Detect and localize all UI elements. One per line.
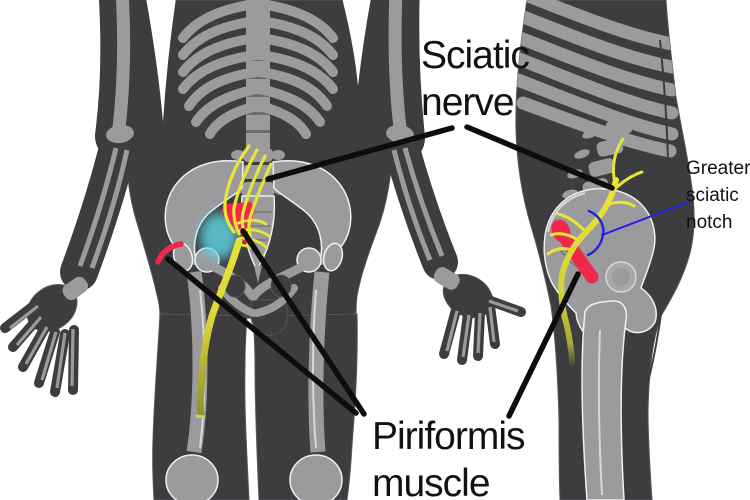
front-right-armpit-gap — [342, 0, 371, 86]
sciatic-nerve-label: Sciatic nerve — [421, 32, 530, 126]
piriformis-muscle-front — [221, 202, 255, 241]
notch-pointer-line — [601, 200, 692, 236]
sciatic-nerve-trunk-front — [196, 237, 243, 419]
side-femur-head — [612, 268, 630, 286]
front-figure — [0, 0, 526, 500]
left-humerus — [112, 0, 131, 135]
notch-label-line1: Greater — [686, 158, 750, 179]
trochanter-red-mark — [155, 241, 184, 265]
front-arm-bones — [9, 0, 519, 389]
side-ribcage — [515, 0, 679, 158]
right-humerus — [388, 0, 407, 135]
greater-sciatic-notch-label: Greater sciatic notch — [686, 155, 750, 236]
sciatic-nerve-label-line2: nerve — [421, 81, 515, 124]
coccyx — [254, 266, 262, 283]
left-carpals — [62, 276, 89, 301]
pointer-lines — [165, 124, 615, 419]
side-arm-seam — [640, 39, 670, 407]
piriformis-pointer-hip — [165, 256, 359, 416]
piriformis-label-line1: Piriformis — [372, 415, 525, 458]
front-femurs — [165, 270, 343, 500]
right-radius — [391, 149, 433, 261]
sciatic-pointer-front — [265, 125, 455, 182]
right-femur-shaft — [308, 271, 330, 453]
right-carpals — [433, 267, 460, 290]
left-radius — [77, 147, 119, 267]
side-pelvis — [543, 187, 657, 343]
left-knee — [165, 454, 219, 500]
piriformis-muscle-label: Piriformis muscle — [372, 413, 525, 500]
right-knee — [289, 454, 343, 500]
left-elbow — [106, 124, 134, 144]
right-greater-trochanter — [322, 242, 344, 272]
notch-label-line2: sciatic — [686, 185, 739, 206]
front-left-armpit-gap — [146, 0, 176, 122]
right-ulna — [402, 147, 445, 257]
sciatic-nerve-label-line1: Sciatic — [421, 34, 530, 77]
sciatic-pointer-side — [464, 124, 615, 191]
left-finger-bones — [9, 304, 75, 389]
front-ribcage — [178, 0, 338, 139]
front-right-forearm — [381, 120, 458, 280]
sciatic-nerve-front — [195, 144, 273, 419]
nerve-end-tick — [195, 414, 206, 419]
greater-sciatic-notch-arc — [586, 209, 605, 257]
left-femur-shaft — [186, 270, 208, 454]
left-ulna — [89, 149, 130, 269]
side-femur — [581, 292, 628, 500]
notch-label-line3: notch — [686, 212, 733, 233]
side-figure — [515, 0, 695, 500]
right-finger-bones — [445, 299, 519, 358]
piriformis-pointer-pelvis — [240, 228, 367, 417]
piriformis-label-line2: muscle — [372, 462, 491, 500]
piriformis-pointer-side — [506, 271, 581, 419]
